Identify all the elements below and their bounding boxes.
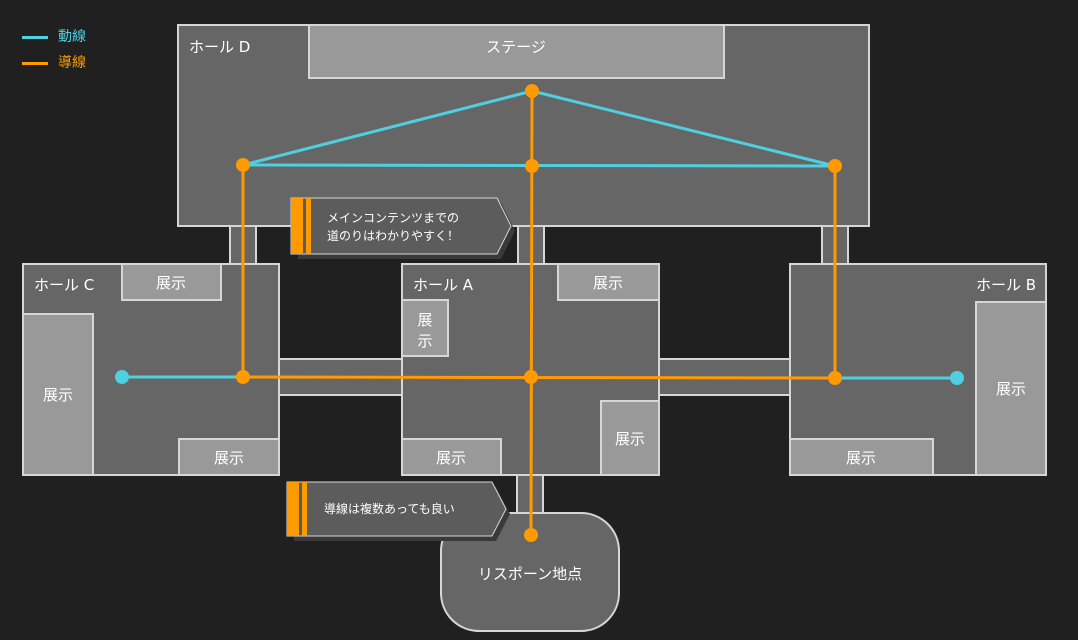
exhibit-label: 展示 [846,449,876,467]
movement-endpoint-hall-b [950,371,964,385]
callout-main-content-line-1: メインコンテンツまでの [327,211,459,225]
exhibit-c-left: 展示 [22,313,94,476]
hall-b: ホール B 展示 展示 [789,263,1047,476]
exhibit-a-right: 展示 [600,400,660,476]
guide-node [236,370,250,384]
exhibit-c-bottom: 展示 [178,438,280,476]
guide-node [236,158,250,172]
guide-node [828,159,842,173]
legend-swatch-guide [22,61,48,65]
exhibit-label: 展示 [593,274,623,292]
guide-line-horizontal [242,375,836,380]
legend-label-guide: 導線 [58,55,86,71]
exhibit-label: 展示 [436,449,466,467]
exhibit-stacked-top: 展 [417,311,432,329]
exhibit-c-top: 展示 [121,263,222,301]
legend-label-movement: 動線 [58,29,86,45]
exhibit-a-small: 展 示 [401,299,449,357]
legend: 動線 導線 [22,24,86,76]
guide-line-center-vertical [529,90,534,536]
hall-b-label: ホール B [976,276,1036,294]
movement-line-stage-right [531,89,836,168]
respawn-label: リスポーン地点 [478,565,582,583]
exhibit-label: 展示 [615,430,645,448]
movement-lines [122,89,957,380]
movement-line-stage-left [242,89,533,167]
guide-node [525,84,539,98]
exhibit-label: 展示 [43,386,73,404]
guide-node [828,371,842,385]
exhibit-stacked-bottom: 示 [417,332,432,350]
exhibit-b-right: 展示 [975,301,1047,476]
callout-main-content-line-2: 道のりはわかりやすく！ [327,229,459,243]
hall-c: ホール C 展示 展示 展示 [22,263,280,476]
exhibit-label: 展示 [214,449,244,467]
exhibit-a-top: 展示 [557,263,660,301]
path-nodes [115,84,964,542]
callout-multiple-guides: 導線は複数あっても良い [286,481,510,541]
exhibit-label: 展示 [156,274,186,292]
guide-node [524,370,538,384]
guide-node [525,159,539,173]
movement-line-hall-d-horizontal [242,163,836,168]
exhibit-label: 展示 [996,380,1026,398]
stage-area: ステージ [308,24,725,79]
hall-c-label: ホール C [34,276,94,294]
exhibit-a-bottom: 展示 [401,438,502,476]
legend-swatch-movement [22,35,48,39]
exhibit-b-bottom: 展示 [789,438,934,476]
hall-a-label: ホール A [413,276,474,294]
callout-main-content: メインコンテンツまでの 道のりはわかりやすく！ [290,197,515,259]
movement-endpoint-hall-c [115,370,129,384]
hall-d-label: ホール D [189,38,250,56]
guide-node-respawn [524,528,538,542]
legend-item-movement: 動線 [22,24,86,50]
stage-label: ステージ [486,38,546,56]
callout-multiple-guides-text: 導線は複数あっても良い [324,501,455,516]
legend-item-guide: 導線 [22,50,86,76]
respawn-area: リスポーン地点 [440,512,620,632]
